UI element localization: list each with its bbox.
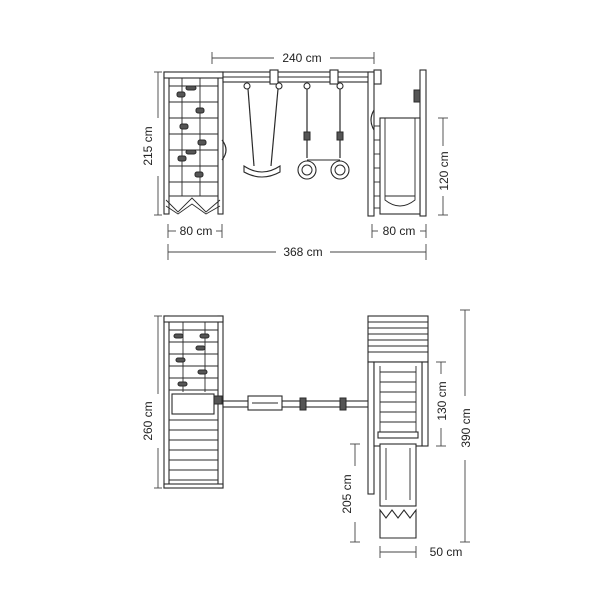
- left-structure-top: [163, 315, 224, 489]
- dim-slide-width: 50 cm: [430, 545, 463, 559]
- swing-seat-front: [243, 82, 283, 178]
- left-tower-front: [163, 71, 227, 215]
- right-structure-top: [367, 315, 429, 539]
- dim-height-left: 215 cm: [141, 126, 155, 165]
- dim-right-tower-width: 80 cm: [383, 224, 416, 238]
- top-view-dimensions: [154, 309, 470, 558]
- front-dimensions: [154, 52, 448, 260]
- right-tower-front: [367, 69, 427, 217]
- dim-left-depth: 260 cm: [141, 401, 155, 440]
- top-view: 260 cm 130 cm 390 cm 205 cm 50 cm: [141, 309, 473, 559]
- dim-slide-length: 205 cm: [340, 474, 354, 513]
- dim-left-tower-width: 80 cm: [180, 224, 213, 238]
- dim-total-width: 240 cm: [282, 51, 321, 65]
- dim-slide-height: 120 cm: [437, 151, 451, 190]
- dim-right-depth: 390 cm: [459, 408, 473, 447]
- dim-overall-width: 368 cm: [283, 245, 322, 259]
- dim-ladder-length: 130 cm: [435, 381, 449, 420]
- front-view: 240 cm 215 cm 80 cm 80 cm 368 cm 120 cm: [141, 51, 451, 260]
- swing-beam-front: [222, 69, 382, 85]
- gym-rings-front: [297, 82, 350, 180]
- swing-beam-top: [222, 395, 372, 411]
